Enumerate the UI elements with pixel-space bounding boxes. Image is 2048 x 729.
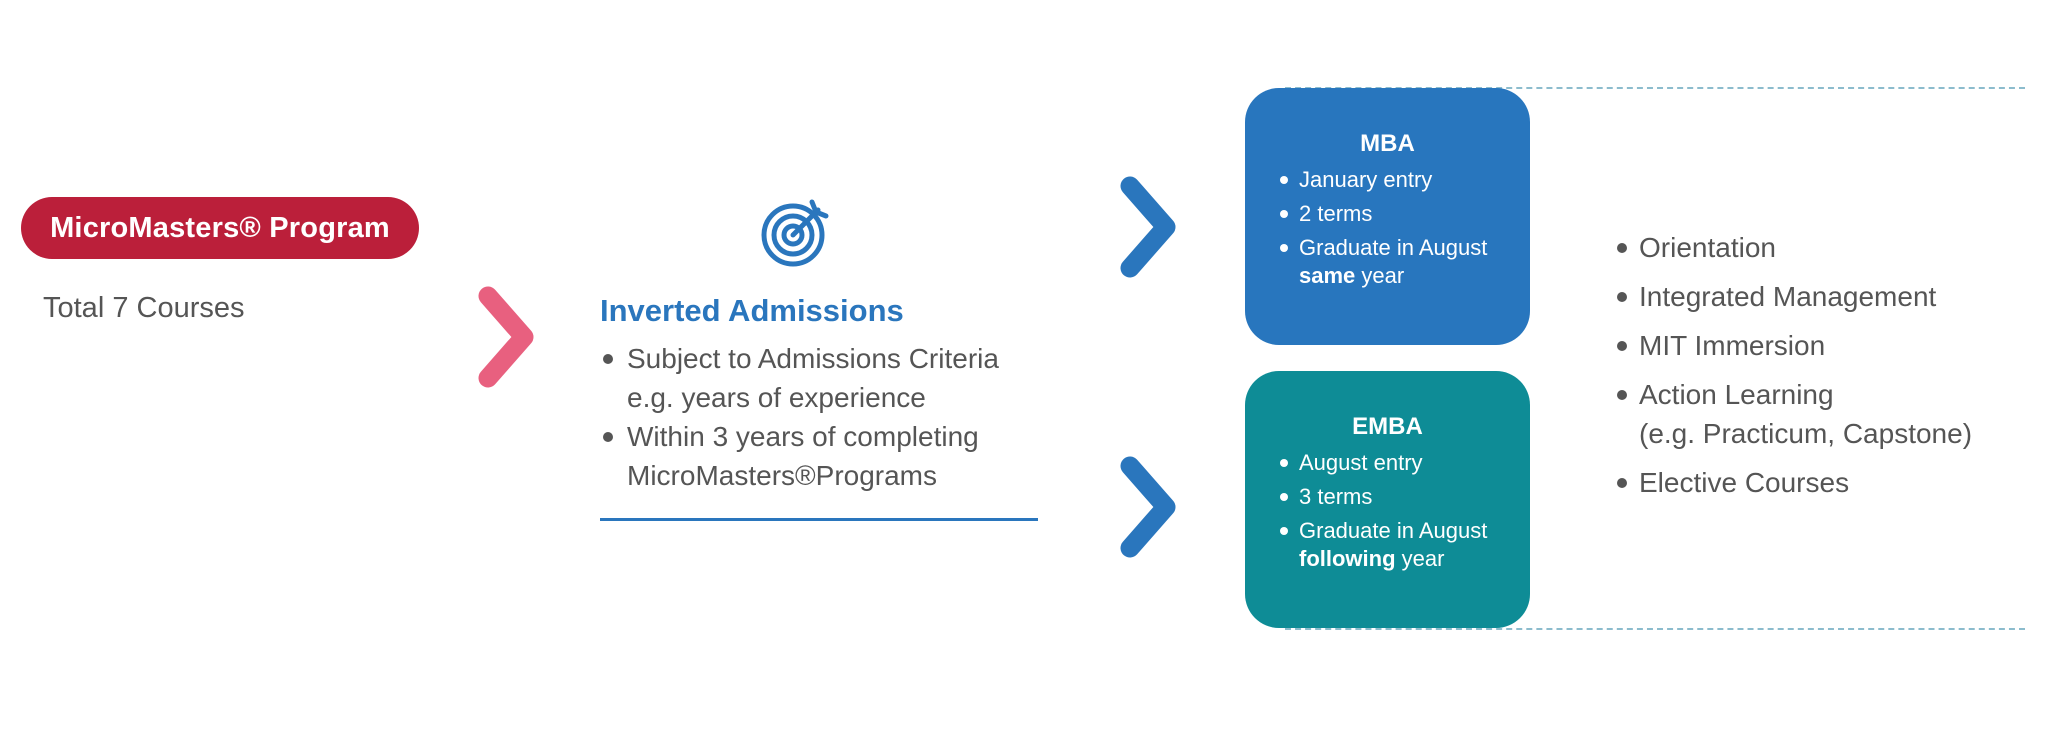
- chevron-right-icon: [1112, 452, 1182, 562]
- emba-title: EMBA: [1352, 413, 1423, 440]
- emba-graduation-timing: following year: [1299, 545, 1487, 573]
- curriculum-item: Integrated Management: [1615, 277, 1972, 316]
- mba-detail-item: 2 terms: [1279, 200, 1487, 228]
- admissions-criteria-item: Within 3 years of completing MicroMaster…: [600, 417, 1070, 495]
- mba-card: MBA January entry 2 terms Graduate in Au…: [1245, 88, 1530, 345]
- divider: [600, 518, 1038, 521]
- emba-detail-item: 3 terms: [1279, 483, 1487, 511]
- emba-graduation-text: Graduate in August: [1299, 518, 1488, 543]
- program-name: MicroMasters® Program: [50, 211, 390, 244]
- chevron-right-icon: [1112, 172, 1182, 282]
- admissions-title: Inverted Admissions: [600, 293, 904, 328]
- mba-graduation-timing: same year: [1299, 262, 1487, 290]
- curriculum-item: Action Learning (e.g. Practicum, Capston…: [1615, 375, 1972, 453]
- emba-graduation-item: Graduate in August following year: [1279, 517, 1487, 573]
- total-courses-label: Total 7 Courses: [43, 292, 245, 324]
- mba-details-list: January entry 2 terms Graduate in August…: [1279, 166, 1487, 296]
- curriculum-item: Orientation: [1615, 228, 1972, 267]
- mba-graduation-suffix: year: [1361, 263, 1405, 288]
- mba-title: MBA: [1360, 130, 1415, 157]
- chevron-right-icon: [470, 282, 540, 392]
- emba-detail-item: August entry: [1279, 449, 1487, 477]
- dashed-connector-bottom: [1285, 628, 2025, 630]
- emba-graduation-emphasis: following: [1299, 546, 1396, 571]
- dashed-connector-top: [1285, 87, 2025, 89]
- curriculum-item: Elective Courses: [1615, 463, 1972, 502]
- mba-graduation-item: Graduate in August same year: [1279, 234, 1487, 290]
- mba-graduation-text: Graduate in August: [1299, 235, 1488, 260]
- admissions-criteria-item: Subject to Admissions Criteria e.g. year…: [600, 339, 1070, 417]
- emba-graduation-suffix: year: [1401, 546, 1445, 571]
- mba-graduation-emphasis: same: [1299, 263, 1356, 288]
- emba-details-list: August entry 3 terms Graduate in August …: [1279, 449, 1487, 579]
- emba-card: EMBA August entry 3 terms Graduate in Au…: [1245, 371, 1530, 628]
- target-icon: [760, 198, 830, 268]
- curriculum-list: Orientation Integrated Management MIT Im…: [1615, 228, 1972, 512]
- curriculum-item: MIT Immersion: [1615, 326, 1972, 365]
- mba-detail-item: January entry: [1279, 166, 1487, 194]
- program-badge: MicroMasters® Program: [21, 197, 419, 259]
- admissions-criteria-list: Subject to Admissions Criteria e.g. year…: [600, 339, 1070, 495]
